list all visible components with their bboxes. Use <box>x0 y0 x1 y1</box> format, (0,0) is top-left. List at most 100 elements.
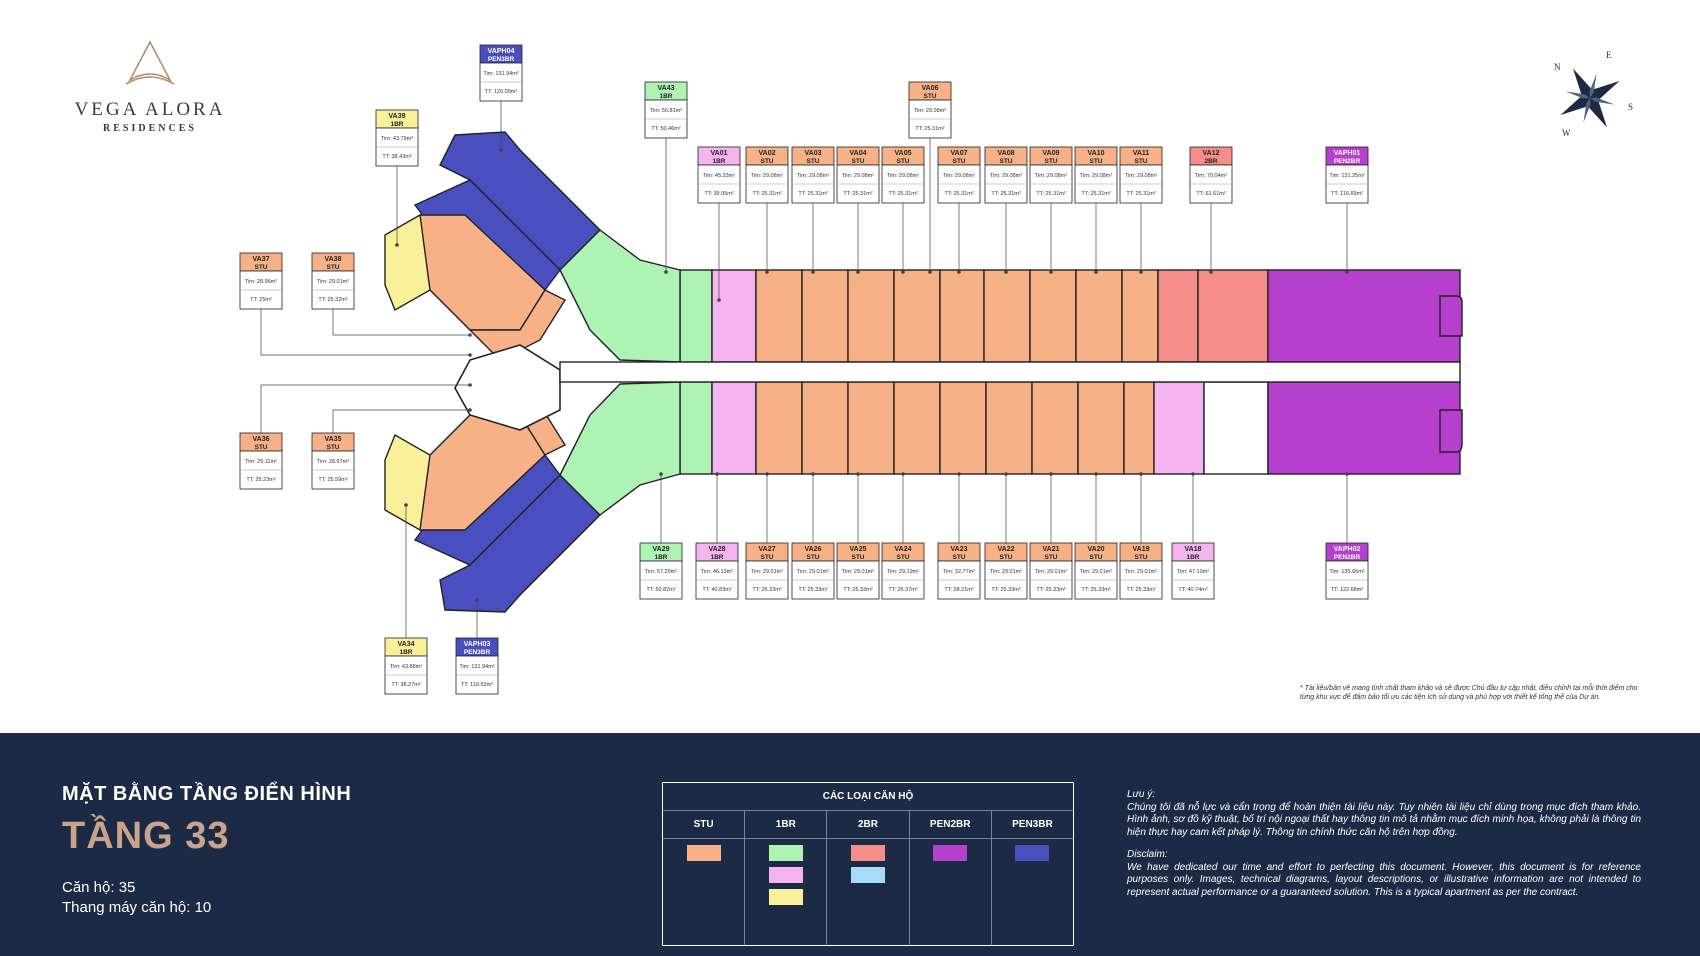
unit-type: STU <box>1135 554 1148 561</box>
floor-info: Căn hộ: 35 Thang máy căn hộ: 10 <box>62 878 211 918</box>
notes-en-text: We have dedicated our time and effort to… <box>1127 861 1641 898</box>
unit-gross-area: Tim: 29.08m² <box>1080 173 1112 179</box>
leader-line <box>260 384 470 433</box>
unit-type: PEN3BR <box>464 649 491 656</box>
unit-block-bottom <box>801 381 849 475</box>
unit-gross-area: Tim: 28.96m² <box>245 279 277 285</box>
unit-type: STU <box>1045 554 1058 561</box>
unit-gross-area: Tim: 29.08m² <box>751 173 783 179</box>
unit-net-area: TT: 25.31m² <box>915 126 945 132</box>
unit-block-top <box>939 269 985 363</box>
unit-code: VA39 <box>389 113 406 120</box>
unit-gross-area: Tim: 29.08m² <box>887 173 919 179</box>
unit-code: VAPH02 <box>1334 546 1361 553</box>
unit-gross-area: Tim: 131.94m² <box>483 71 518 77</box>
unit-code: VA26 <box>805 546 822 553</box>
legend-swatch <box>933 845 968 861</box>
unit-type: STU <box>327 264 340 271</box>
unit-block-top <box>755 269 803 363</box>
unit-code: VA23 <box>951 546 968 553</box>
legend-col-label: 2BR <box>827 811 909 839</box>
unit-code: VAPH04 <box>488 48 515 55</box>
legend-col-label: 1BR <box>745 811 827 839</box>
unit-block-bottom <box>939 381 987 475</box>
floor-number: TẦNG 33 <box>62 815 230 857</box>
unit-net-area: TT: 116.69m² <box>1331 191 1363 197</box>
unit-gross-area: Tim: 29.11m² <box>245 459 277 465</box>
unit-net-area: TT: 40.83m² <box>702 587 732 593</box>
unit-block-top <box>847 269 895 363</box>
elevator-count: Thang máy căn hộ: 10 <box>62 899 212 916</box>
unit-type: STU <box>255 444 268 451</box>
unit-type: STU <box>761 554 774 561</box>
unit-block-top <box>679 269 713 363</box>
unit-block-bottom <box>893 381 941 475</box>
unit-gross-area: Tim: 131.94m² <box>459 664 494 670</box>
unit-gross-area: Tim: 70.04m² <box>1195 173 1227 179</box>
unit-block-top <box>893 269 941 363</box>
unit-net-area: TT: 25.37m² <box>888 587 918 593</box>
unit-type: STU <box>1000 554 1013 561</box>
unit-code: VA37 <box>253 256 270 263</box>
unit-code: VA02 <box>759 150 776 157</box>
unit-gross-area: Tim: 29.01m² <box>990 569 1022 575</box>
building-wings <box>384 131 1463 613</box>
leader-line <box>260 309 470 356</box>
unit-block-top <box>1075 269 1123 363</box>
unit-block-top <box>1197 269 1269 363</box>
leader-lines <box>260 101 1349 638</box>
unit-code: VA27 <box>759 546 776 553</box>
brand-name: VEGA ALORA <box>74 99 226 120</box>
units-count: Căn hộ: 35 <box>62 879 136 896</box>
legend-swatch <box>1015 845 1050 861</box>
unit-type: STU <box>897 158 910 165</box>
unit-code: VA35 <box>325 436 342 443</box>
unit-code: VAPH01 <box>1334 150 1361 157</box>
unit-type: STU <box>761 158 774 165</box>
unit-gross-area: Tim: 57.29m² <box>645 569 677 575</box>
unit-net-area: TT: 25.31m² <box>944 191 974 197</box>
unit-gross-area: Tim: 29.01m² <box>797 569 829 575</box>
unit-type: STU <box>1000 158 1013 165</box>
unit-net-area: TT: 28.21m² <box>944 587 974 593</box>
unit-code: VA20 <box>1088 546 1105 553</box>
unit-code: VA29 <box>653 546 670 553</box>
unit-type: STU <box>953 158 966 165</box>
unit-block-bottom <box>985 381 1033 475</box>
unit-code: VA28 <box>709 546 726 553</box>
unit-gross-area: Tim: 29.01m² <box>751 569 783 575</box>
unit-net-area: TT: 25.33m² <box>752 587 782 593</box>
unit-net-area: TT: 25.59m² <box>318 477 348 483</box>
unit-net-area: TT: 25.23m² <box>246 477 276 483</box>
unit-block-wing <box>559 229 681 363</box>
unit-block-bottom <box>1077 381 1125 475</box>
unit-type: STU <box>1135 158 1148 165</box>
unit-net-area: TT: 25.31m² <box>843 191 873 197</box>
unit-gross-area: Tim: 29.08m² <box>1125 173 1157 179</box>
unit-type: 1BR <box>399 649 412 656</box>
legend-col-label: PEN2BR <box>909 811 991 839</box>
notes-vi-text: Chúng tôi đã nỗ lực và cẩn trọng để hoàn… <box>1127 801 1641 838</box>
unit-code: VA22 <box>998 546 1015 553</box>
unit-gross-area: Tim: 29.01m² <box>1035 569 1067 575</box>
